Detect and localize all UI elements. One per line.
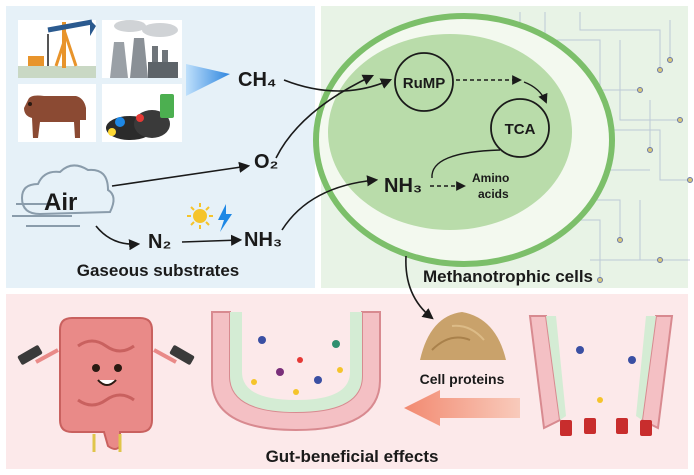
cell-proteins-label: Cell proteins (420, 371, 505, 387)
ch4-source-arrow (186, 64, 230, 96)
air-to-o2-arrow (111, 161, 251, 187)
sun-icon (187, 203, 213, 229)
ch4-to-rump-arrow (283, 78, 393, 92)
cloud-wind-icon (12, 164, 115, 227)
o2-label: O₂ (254, 151, 278, 173)
factory-icon (102, 20, 182, 78)
nh3-to-cell-arrow (281, 175, 379, 231)
amino-acids-line2: acids (478, 187, 509, 201)
salmon-flow-arrow (404, 390, 520, 426)
rump-label: RuMP (403, 75, 446, 92)
gut-beneficial-title: Gut-beneficial effects (266, 447, 439, 466)
tca-to-amino-arrow (431, 149, 501, 179)
nh3-left-label: NH₃ (244, 229, 282, 251)
garbage-icon (102, 84, 182, 142)
cow-icon (18, 84, 96, 142)
cell-to-protein-arrow (405, 255, 434, 320)
gaseous-substrates-title: Gaseous substrates (77, 261, 240, 280)
tca-label: TCA (505, 121, 536, 138)
dumbbell-icon (17, 345, 195, 365)
gut-cross-section-right (528, 315, 674, 436)
o2-to-cell-arrow (275, 74, 375, 159)
oil-pump-icon (18, 19, 96, 78)
tca-circle (490, 98, 550, 158)
n2-to-nh3-arrow (181, 234, 243, 246)
rump-circle (394, 52, 454, 112)
n2-label: N₂ (148, 231, 171, 253)
gut-cross-section (211, 311, 381, 432)
amino-acids-line1: Amino (472, 171, 509, 185)
tca-entry-arrow (523, 81, 548, 104)
intestine-mascot-icon (59, 317, 153, 452)
ch4-label: CH₄ (238, 69, 276, 91)
nh3-cell-label: NH₃ (384, 175, 422, 197)
methanotrophic-cells-title: Methanotrophic cells (423, 267, 593, 286)
air-to-n2-arrow (95, 225, 141, 251)
lightning-icon (218, 204, 232, 232)
protein-powder-icon (420, 312, 506, 360)
air-label: Air (44, 189, 77, 216)
